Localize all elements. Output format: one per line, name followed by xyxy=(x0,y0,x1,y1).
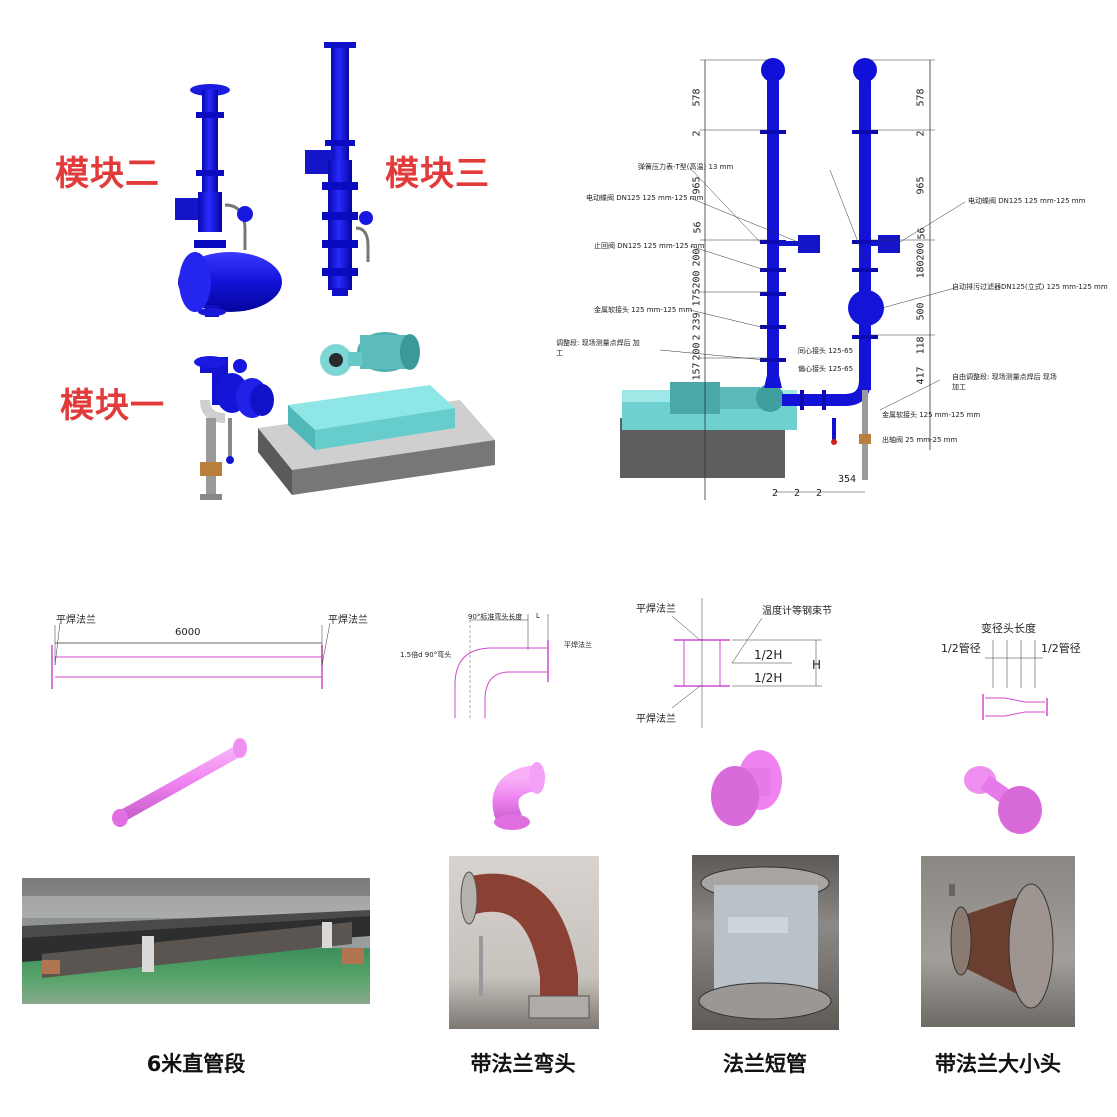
pink-spool xyxy=(711,750,782,826)
dim-left-578: 578 xyxy=(691,88,703,107)
module-two-model xyxy=(175,84,282,317)
elbow-l-label: L xyxy=(536,612,540,620)
callout-eccentric-reducer: 偏心接头 125-65 xyxy=(798,365,854,373)
elbow-top-label: 90°标准弯头长度 xyxy=(468,613,523,621)
dim-right-578: 578 xyxy=(915,88,927,107)
straight-length: 6000 xyxy=(175,627,201,638)
dim-left-2b: 2 xyxy=(691,334,703,341)
straight-pipe-drawing: 平焊法兰 平焊法兰 6000 xyxy=(40,605,380,695)
caption-straight-pipe: 6米直管段 xyxy=(146,1052,246,1076)
photo-flanged-reducer xyxy=(921,856,1075,1027)
photo-straight-pipes xyxy=(22,878,370,1004)
spool-top-right: 温度计等钢束节 xyxy=(762,606,832,617)
dim-bottom-354: 354 xyxy=(838,474,857,485)
callout-pressure-gauge: 弹簧压力表-T型(高温) 13 mm xyxy=(638,163,734,171)
straight-flange-right: 平焊法兰 xyxy=(328,615,368,626)
dim-left-56: 56 xyxy=(692,221,704,234)
callout-concentric-reducer: 同心接头 125-65 xyxy=(798,347,854,355)
callout-free-adjust: 自由调整段: 现场测量点焊后 现场加工 xyxy=(952,373,1057,391)
elbow-right-label: 平焊法兰 xyxy=(564,641,592,649)
pink-straight-pipe xyxy=(112,738,247,827)
dim-right-180: 180 xyxy=(915,260,927,279)
dim-left-200a: 200 xyxy=(691,248,703,267)
dim-right-200: 200 xyxy=(915,242,927,261)
photo-flanged-spool xyxy=(692,855,839,1030)
dim-left-2: 2 xyxy=(691,130,703,137)
callout-flex-joint-right: 金属软接头 125 mm-125 mm xyxy=(882,411,981,419)
module-3d-illustration xyxy=(175,42,495,500)
dim-left-175: 175 xyxy=(691,288,703,307)
dim-left-200c: 200 xyxy=(691,342,703,361)
spool-drawing: 平焊法兰 温度计等钢束节 1/2H 1/2H H 平焊法兰 xyxy=(632,598,872,728)
reducer-drawing: 变径头长度 1/2管径 1/2管径 xyxy=(935,618,1095,728)
module-three-label: 模块三 xyxy=(385,154,490,194)
elbow-drawing: 90°标准弯头长度 L 1.5倍d 90°弯头 平焊法兰 xyxy=(400,610,600,730)
callout-electric-butterfly-left: 电动蝶阀 DN125 125 mm-125 mm xyxy=(586,194,704,202)
module-three-model xyxy=(305,42,373,296)
dim-right-118: 118 xyxy=(915,336,927,355)
dim-right-965: 965 xyxy=(915,176,927,195)
module-3d-view: 模块二 模块三 模块一 xyxy=(0,0,560,520)
dim-bottom-2b: 2 xyxy=(794,488,801,499)
dim-left-200b: 200 xyxy=(691,270,703,289)
callout-electric-butterfly-right: 电动蝶阀 DN125 125 mm-125 mm xyxy=(968,197,1086,205)
drawing-svg xyxy=(620,58,966,500)
caption-flanged-spool: 法兰短管 xyxy=(723,1052,807,1076)
spool-half-1: 1/2H xyxy=(754,648,783,662)
callout-adjust-section: 调整段: 现场测量点焊后 加工 xyxy=(556,339,640,357)
elbow-left-label: 1.5倍d 90°弯头 xyxy=(400,651,452,659)
pink-reducer xyxy=(964,766,1042,834)
reducer-right: 1/2管径 xyxy=(1041,642,1081,655)
pink-elbow xyxy=(492,762,545,830)
spool-half-2: 1/2H xyxy=(754,671,783,685)
callout-outlet-valve: 出轴阀 25 mm-25 mm xyxy=(882,436,958,444)
photo-flanged-elbow xyxy=(449,856,599,1029)
dim-left-965: 965 xyxy=(691,176,703,195)
dim-bottom-2c: 2 xyxy=(816,488,823,499)
dim-bottom-2a: 2 xyxy=(772,488,779,499)
dim-right-500: 500 xyxy=(915,302,927,321)
module-one-label: 模块一 xyxy=(60,386,165,426)
reducer-left: 1/2管径 xyxy=(941,642,981,655)
module-one-model xyxy=(194,332,495,500)
engineering-drawing: 578 2 965 56 200 200 175 239 2 200 157 5… xyxy=(556,30,1117,510)
spool-h: H xyxy=(812,658,822,672)
caption-flanged-reducer: 带法兰大小头 xyxy=(935,1052,1061,1076)
dim-right-417: 417 xyxy=(915,366,927,385)
dim-right-2: 2 xyxy=(915,130,927,137)
reducer-title: 变径头长度 xyxy=(981,622,1036,635)
dim-left-239: 239 xyxy=(691,312,703,331)
callout-auto-strainer: 自动排污过滤器DN125(立式) 125 mm-125 mm xyxy=(952,283,1108,291)
callout-check-valve: 止回阀 DN125 125 mm-125 mm xyxy=(594,242,705,250)
dim-left-157: 157 xyxy=(691,362,703,381)
module-two-label: 模块二 xyxy=(55,154,160,194)
spool-top-left: 平焊法兰 xyxy=(636,604,676,615)
pink-3d-parts xyxy=(112,738,1042,834)
callout-flex-joint-left: 金属软接头 125 mm-125 mm xyxy=(594,306,693,314)
spool-bottom-left: 平焊法兰 xyxy=(636,714,676,725)
dim-right-56: 56 xyxy=(916,227,928,240)
straight-flange-left: 平焊法兰 xyxy=(56,615,96,626)
caption-flanged-elbow: 带法兰弯头 xyxy=(470,1052,576,1076)
